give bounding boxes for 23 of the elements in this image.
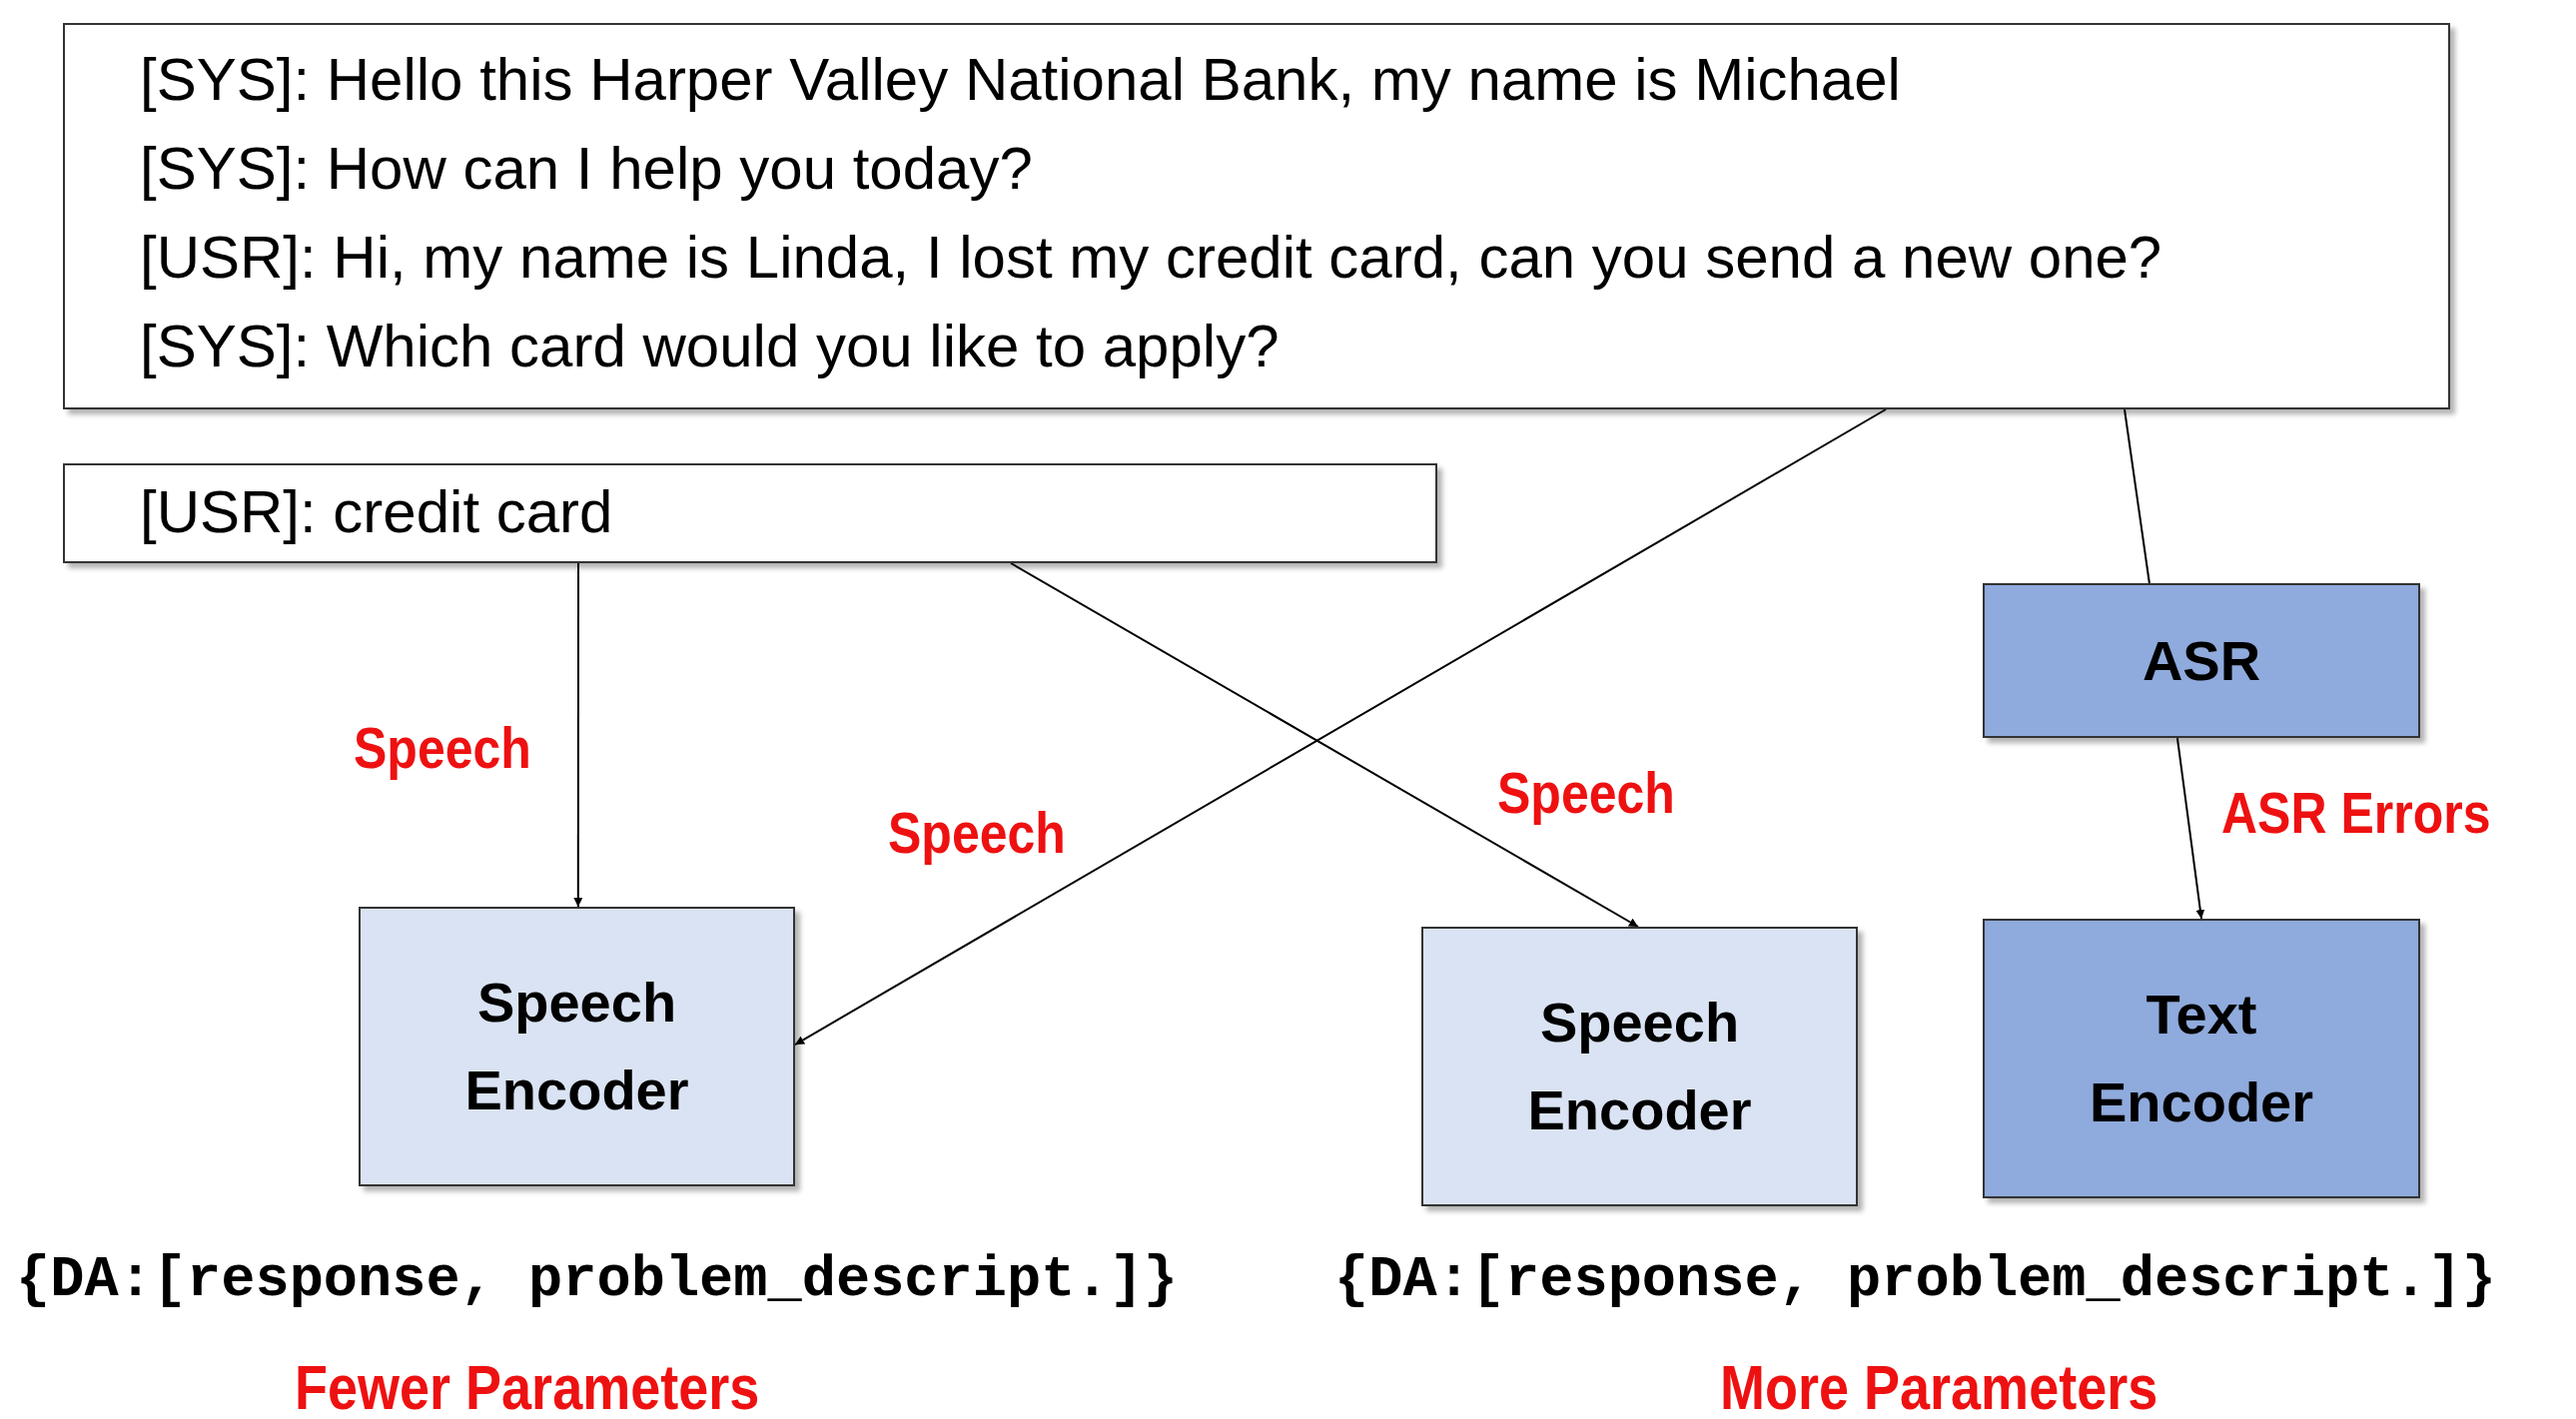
dialog-box — [63, 23, 2450, 409]
process-box — [1983, 583, 2420, 738]
dialog-line: [SYS]: Hello this Harper Valley National Bank, my name is Michael — [140, 45, 1901, 115]
process-box — [1421, 927, 1858, 1206]
dialog-line: [SYS]: Which card would you like to apply? — [140, 312, 1280, 381]
arrow — [1010, 562, 1639, 928]
box-label: ASR — [2141, 627, 2262, 694]
dialog-act-label: {DA:[response, problem_descript.]} — [1334, 1248, 2496, 1312]
dialog-line: [USR]: credit card — [140, 477, 613, 547]
dialog-line: [SYS]: How can I help you today? — [140, 134, 1033, 204]
box-label: Speech Encoder — [1526, 990, 1753, 1143]
caption-note: More Parameters — [1720, 1351, 2158, 1419]
box-label: Speech Encoder — [463, 970, 690, 1123]
arrow — [2175, 737, 2205, 920]
process-box — [1983, 919, 2420, 1198]
arrow — [794, 408, 1887, 1047]
caption-note: Fewer Parameters — [295, 1351, 760, 1419]
process-box — [359, 907, 795, 1186]
box-label: Text Encoder — [2088, 982, 2315, 1135]
arrow — [573, 562, 583, 908]
dialog-act-label: {DA:[response, problem_descript.]} — [16, 1248, 1178, 1312]
dialog-line: [USR]: Hi, my name is Linda, I lost my credit card, can you send a new one? — [140, 223, 2162, 293]
dialog-box — [63, 463, 1437, 563]
